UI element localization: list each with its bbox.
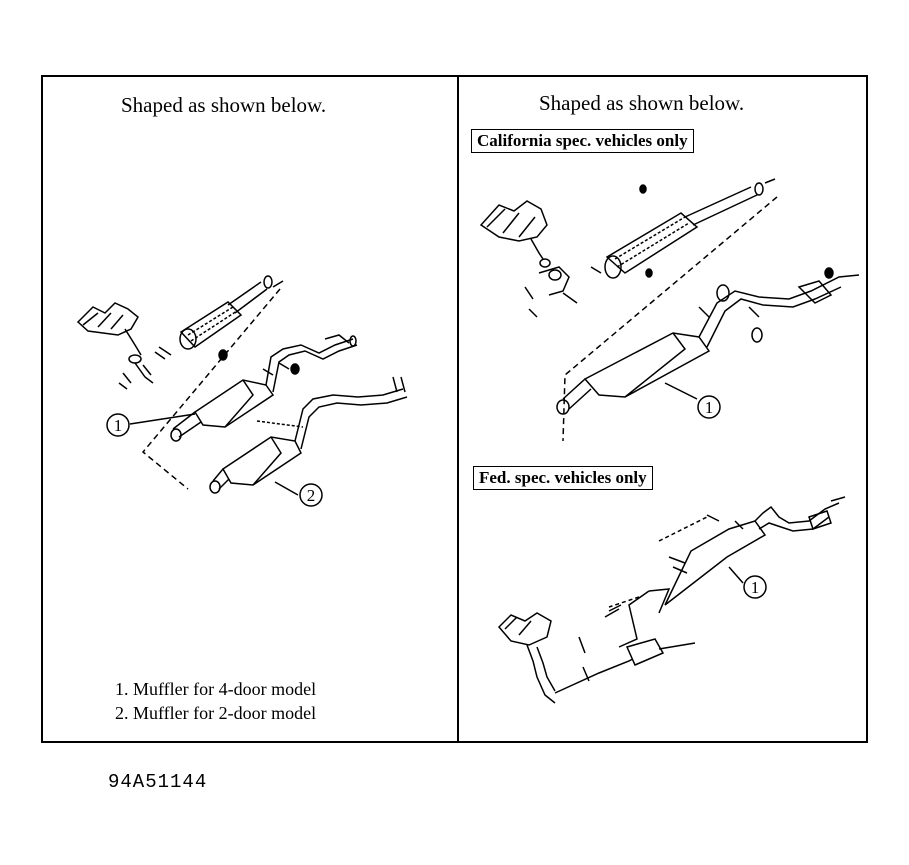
right-exhaust-diagram: 1 1 bbox=[479, 178, 860, 704]
california-spec-label: California spec. vehicles only bbox=[471, 129, 694, 153]
federal-exhaust-system bbox=[497, 496, 846, 704]
california-catalytic-converter bbox=[590, 178, 776, 279]
california-muffler bbox=[556, 267, 860, 415]
california-callout-leader bbox=[664, 382, 698, 400]
figure-id: 94A51144 bbox=[108, 771, 208, 793]
left-panel-4door-2door: Shaped as shown below. bbox=[43, 77, 459, 741]
left-panel-heading: Shaped as shown below. bbox=[121, 93, 327, 117]
callout-2-circle bbox=[299, 483, 323, 507]
catalytic-converter bbox=[154, 275, 284, 360]
california-reference-line bbox=[562, 196, 778, 442]
muffler-4door bbox=[170, 334, 358, 442]
exhaust-manifold bbox=[76, 302, 142, 356]
callout-1-circle bbox=[106, 413, 130, 437]
federal-callout-circle bbox=[743, 575, 767, 599]
callout-1-number: 1 bbox=[114, 416, 123, 435]
right-panel-california-federal: Shaped as shown below. California spec. … bbox=[459, 77, 866, 741]
diagram-frame: Shaped as shown below. bbox=[41, 75, 868, 743]
muffler-2door bbox=[209, 376, 408, 494]
federal-spec-label: Fed. spec. vehicles only bbox=[473, 466, 653, 490]
callout-2-number: 2 bbox=[307, 486, 316, 505]
legend-item-muffler-4door: 1. Muffler for 4-door model bbox=[115, 679, 317, 699]
callout-1-leader bbox=[129, 413, 196, 425]
california-callout-number: 1 bbox=[705, 398, 714, 417]
federal-callout-leader bbox=[728, 566, 744, 584]
front-pipe bbox=[118, 354, 154, 390]
reference-line bbox=[141, 288, 281, 490]
left-exhaust-diagram: 1 2 bbox=[76, 275, 408, 507]
legend-item-muffler-2door: 2. Muffler for 2-door model bbox=[115, 703, 317, 723]
california-callout-circle bbox=[697, 395, 721, 419]
callout-2-leader bbox=[274, 481, 299, 496]
federal-callout-number: 1 bbox=[751, 578, 760, 597]
california-exhaust-manifold bbox=[479, 200, 551, 268]
california-front-pipe bbox=[524, 266, 578, 318]
right-panel-heading: Shaped as shown below. bbox=[539, 91, 745, 115]
